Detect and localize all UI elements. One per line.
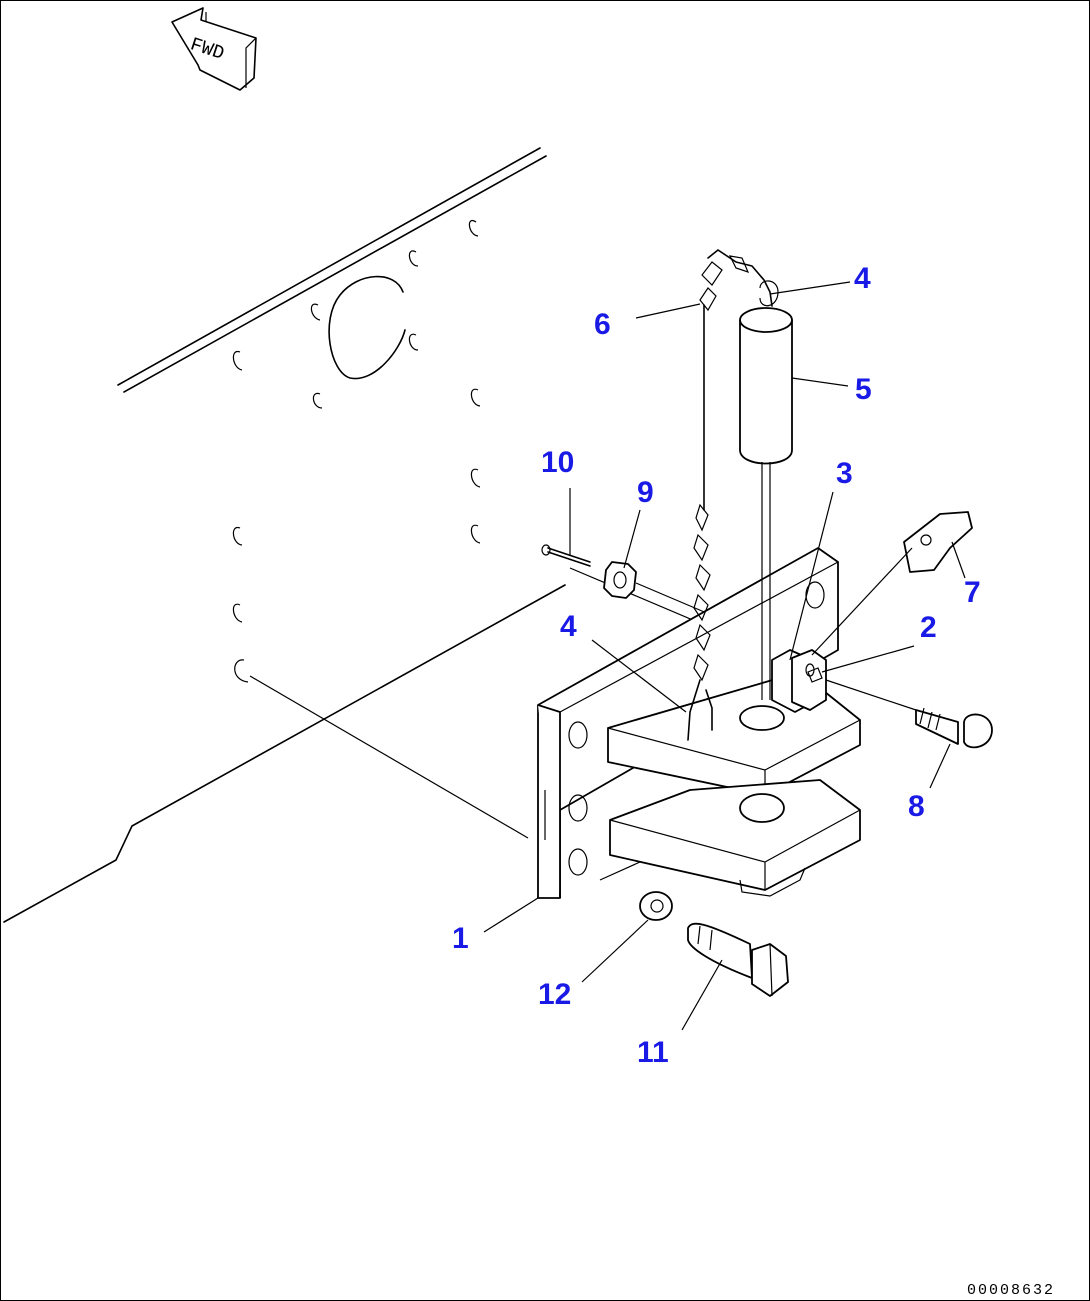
callout-2: 2 [920, 611, 937, 644]
latch-lever-part-7 [811, 511, 973, 656]
bolt-part-11 [687, 922, 789, 997]
callout-5: 5 [855, 373, 872, 406]
nut-part-9 [603, 561, 637, 599]
hitch-pin-part-5 [739, 307, 793, 700]
chassis-frame-rail [3, 147, 566, 923]
callout-3: 3 [836, 457, 853, 490]
callout-6: 6 [594, 308, 611, 341]
clevis-bolt-part-8 [825, 679, 993, 749]
callout-leaders [483, 281, 966, 1031]
chain-part-6 [687, 249, 773, 741]
drawing-number: 00008632 [967, 1282, 1055, 1299]
lower-jaw [609, 779, 861, 897]
callout-7: 7 [964, 576, 981, 609]
ring-part-4-upper [759, 280, 779, 307]
cotter-pin-part-10 [541, 544, 591, 567]
callout-11: 11 [637, 1036, 669, 1069]
forward-direction-arrow-icon: FWD [171, 7, 257, 91]
callout-4-upper: 4 [854, 262, 871, 295]
callout-10: 10 [541, 446, 574, 479]
latch-clevis-part-3 [771, 649, 827, 713]
callout-9: 9 [637, 476, 654, 509]
callout-1: 1 [452, 922, 469, 955]
washer-part-12 [639, 891, 673, 921]
callout-12: 12 [538, 978, 571, 1011]
spring-pin-part-2 [807, 667, 823, 683]
fwd-label: FWD [188, 33, 227, 64]
callout-4-lower: 4 [560, 610, 577, 643]
frame-hole-leader [249, 675, 529, 839]
callout-8: 8 [908, 790, 925, 823]
